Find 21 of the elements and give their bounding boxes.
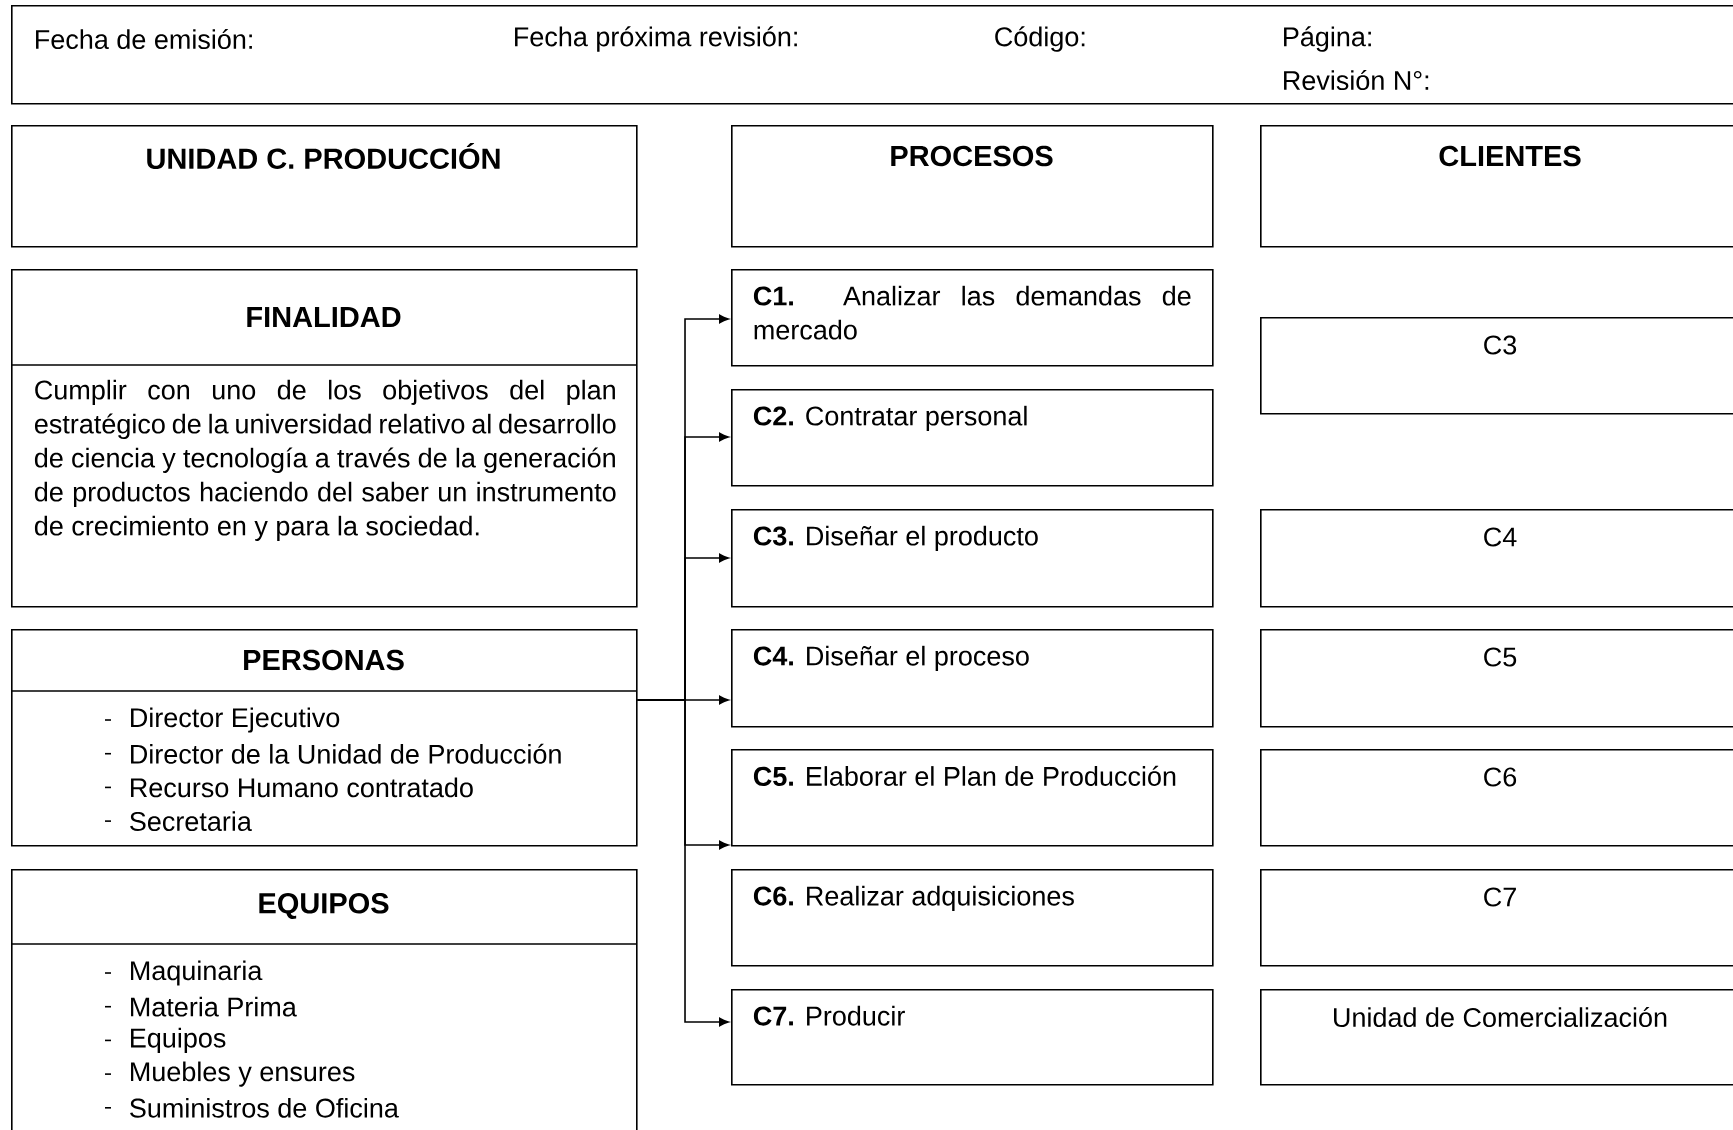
process-box: C3. Diseñar el producto (731, 509, 1214, 608)
client-box: C6 (1260, 749, 1733, 847)
process-box: C7. Producir (731, 989, 1214, 1086)
section-box: PERSONAS Director Ejecutivo Director de la Unidad de Producción Recurso Humano contratado Secretaria (10, 629, 638, 847)
column-header-box: UNIDAD C. PRODUCCIÓN (11, 125, 638, 248)
client-box: C5 (1260, 629, 1733, 728)
client-box: C4 (1260, 509, 1733, 608)
section-box: EQUIPOS Maquinaria Materia Prima Equipos Muebles y ensures Suministros de Oficina (10, 869, 638, 1130)
client-box: C3 (1260, 317, 1733, 415)
arrow (636, 699, 729, 1027)
process-box: C2. Contratar personal (731, 389, 1214, 487)
client-box: C7 (1260, 869, 1733, 967)
client-box: Unidad de Comercialización (1260, 989, 1733, 1086)
process-box: C1. Analizar las demandas de mercado (731, 269, 1214, 367)
column-header-box: CLIENTES (1260, 125, 1733, 248)
column-header-box: PROCESOS (731, 125, 1214, 248)
process-box: C6. Realizar adquisiciones (731, 869, 1214, 967)
process-box: C5. Elaborar el Plan de Producción (731, 749, 1214, 847)
process-box: C4. Diseñar el proceso (731, 629, 1214, 728)
section-box: FINALIDAD Cumplir con uno de los objetivos del plan estratégico de la universidad relativo al desarrollo de ciencia y tecnología a través de la generación de productos haciendo del saber un instrumento de crecimiento en y para la sociedad. (10, 269, 638, 608)
header-box: Fecha de emisión: Fecha próxima revisión: Código: Página: Revisión N°: (11, 5, 1733, 105)
